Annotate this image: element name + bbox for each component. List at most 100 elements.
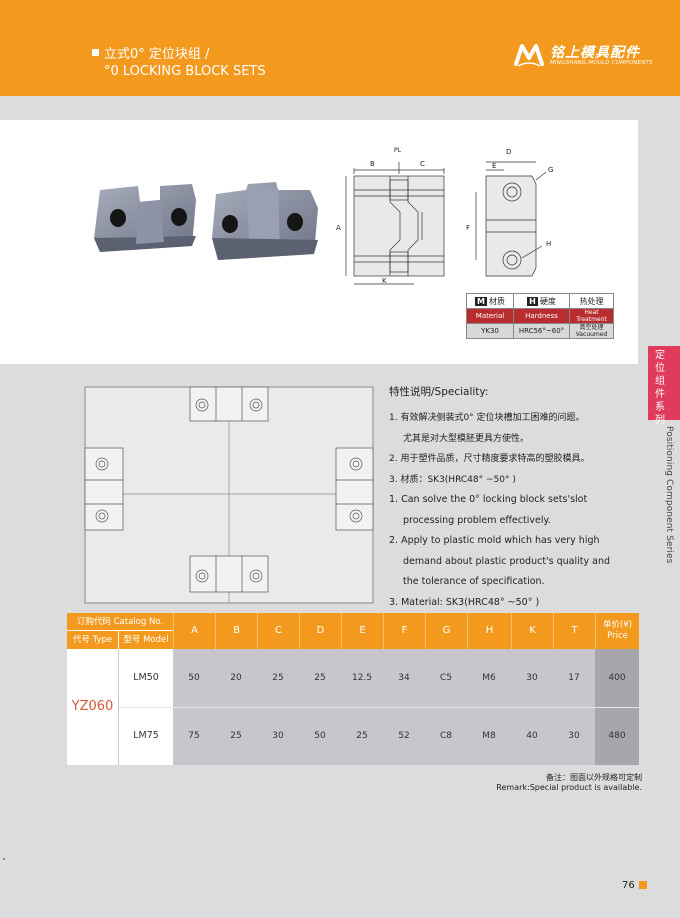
heat-value-1: 真空处理 (579, 324, 604, 331)
bullet-square (92, 49, 99, 56)
catalog-header: 订购代码 Catalog No. 代号 Type 型号 Model A B C … (67, 613, 639, 649)
spec-line-1: 1. 有效解决侧装式0° 定位块槽加工困难的问题。 (389, 413, 585, 423)
hardness-code: H (527, 296, 538, 306)
hardness-en: Hardness (513, 308, 570, 324)
page-number: 76 (622, 880, 635, 891)
col-header-k: K (511, 613, 553, 649)
brand-name-cn: 铭上模具配件 (550, 45, 640, 61)
value-cell-c: 25 (272, 673, 284, 683)
price-cell: 400 (608, 673, 626, 683)
value-cell-g: C8 (439, 731, 452, 741)
spec-line-2: 尤其是对大型模胚更具方使性。 (403, 433, 530, 444)
catalog-body: YZ060 LM50 50 20 25 25 12.5 34 C5 M6 30 … (67, 649, 639, 765)
hardness-value: HRC56°~60° (513, 323, 570, 339)
value-cell-t: 30 (568, 731, 580, 741)
value-cell-a: 50 (188, 673, 200, 683)
speciality-section: 特性说明/Speciality: 1. 有效解决侧装式0° 定位块槽加工困难的问… (389, 384, 639, 613)
dim-label-e: E (492, 162, 496, 170)
spec-line-5: 1. Can solve the 0° locking block sets's… (389, 494, 588, 505)
price-label-cn: 单价(¥) (602, 620, 633, 630)
col-header-h: H (467, 613, 511, 649)
material-code: M (475, 296, 487, 306)
col-header-t: T (553, 613, 595, 649)
col-header-f: F (383, 613, 425, 649)
value-cell-b: 20 (230, 673, 242, 683)
value-cell-g: C5 (439, 673, 452, 683)
heat-value-2: Vacuumed (575, 331, 608, 338)
dim-label-a: A (336, 224, 341, 232)
page-number-marker (639, 881, 647, 889)
col-header-b: B (215, 613, 257, 649)
spec-line-10: 3. Material: SK3(HRC48° ~50° ) (389, 596, 540, 608)
brand-logo: 铭上模具配件 MINGSHANG MOULD COMPONENTS (514, 38, 653, 72)
heat-en-2: Treatment (576, 316, 607, 323)
price-label-en: Price (607, 631, 628, 641)
title-en: °0 LOCKING BLOCK SETS (104, 64, 266, 79)
heat-cn: 热处理 (569, 293, 614, 309)
dim-label-b: B (370, 160, 375, 168)
dimension-drawing-front: B C PL A K (336, 147, 445, 285)
spec-line-8: demand about plastic product's quality a… (403, 555, 611, 567)
brand-name-en: MINGSHANG MOULD COMPONENTS (550, 60, 653, 66)
value-cell-h: M6 (482, 673, 496, 683)
page-header: 立式0° 定位块组 / °0 LOCKING BLOCK SETS 铭上模具配件… (0, 0, 680, 96)
row-divider (119, 707, 639, 708)
value-cell-d: 25 (314, 673, 326, 683)
product-photo-2 (212, 182, 318, 260)
value-cell-f: 52 (398, 731, 410, 741)
value-cell-h: M8 (482, 731, 496, 741)
value-cell-t: 17 (568, 673, 580, 683)
col-header-g: G (425, 613, 467, 649)
spec-line-3: 2. 用于塑件品质，尺寸精度要求特高的塑胶模具。 (389, 454, 590, 464)
material-cn: 材质 (488, 296, 505, 306)
value-cell-e: 12.5 (351, 673, 373, 683)
logo-mark-icon (514, 44, 544, 67)
value-cell-k: 40 (526, 731, 538, 741)
header-title: 立式0° 定位块组 / °0 LOCKING BLOCK SETS (92, 46, 266, 80)
col-header-e: E (341, 613, 383, 649)
model-cell: LM50 (133, 672, 159, 683)
hardness-cn: 硬度 (539, 296, 556, 306)
value-cell-d: 50 (314, 731, 326, 741)
dim-label-g: G (548, 166, 553, 174)
spec-line-4: 3. 材质：SK3(HRC48° ~50° ) (389, 474, 516, 485)
price-cell: 480 (608, 731, 626, 741)
section-tab-cn: 定位组件系列 (655, 350, 665, 426)
material-value: YK30 (466, 323, 514, 339)
spec-line-9: the tolerance of specification. (403, 576, 545, 587)
dim-label-f: F (466, 224, 470, 232)
value-cell-e: 25 (356, 731, 368, 741)
spec-line-7: 2. Apply to plastic mold which has very … (389, 535, 600, 546)
dim-label-c: C (420, 160, 425, 168)
remark: 备注：图面以外规格可定制 Remark:Special product is a… (440, 773, 642, 793)
mould-layout-panel (84, 386, 374, 604)
remark-en: Remark:Special product is available. (496, 783, 642, 792)
dimension-drawing-side: D E F G H (466, 148, 553, 277)
model-label: 型号 Model (123, 635, 169, 645)
spec-line-6: processing problem effectively. (403, 514, 551, 526)
type-value: YZ060 (67, 649, 119, 765)
dim-label-h: H (546, 240, 551, 248)
model-cell: LM75 (133, 730, 159, 741)
type-label: 代号 Type (67, 631, 119, 649)
mould-layout-drawing (84, 386, 374, 604)
value-cell-c: 30 (272, 731, 284, 741)
remark-cn: 备注：图面以外规格可定制 (546, 773, 642, 782)
value-cell-b: 25 (230, 731, 242, 741)
value-cell-f: 34 (398, 673, 410, 683)
dim-label-d: D (506, 148, 511, 156)
speciality-title: 特性说明/Speciality: (389, 386, 489, 398)
section-tab: 定位组件系列 (648, 346, 680, 426)
dim-label-pl: PL (394, 147, 402, 154)
product-photo-1 (94, 184, 196, 252)
col-header-price: 单价(¥) Price (595, 613, 639, 649)
catalog-no-label: 订购代码 Catalog No. (67, 613, 173, 631)
title-cn: 立式0° 定位块组 / (104, 47, 210, 62)
col-header-c: C (257, 613, 299, 649)
edge-mark (3, 858, 5, 860)
heat-en-1: Heat (584, 309, 599, 316)
